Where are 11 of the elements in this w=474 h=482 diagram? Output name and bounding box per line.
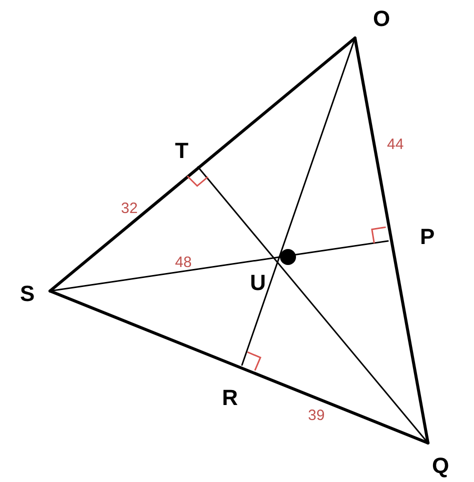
point-label: O <box>373 8 390 30</box>
point-label: U <box>250 272 266 294</box>
measure-label: 39 <box>308 408 325 423</box>
point-label: S <box>20 283 35 305</box>
measure-label: 48 <box>175 255 192 270</box>
point-label: R <box>222 387 238 409</box>
point-label: T <box>175 140 188 162</box>
measure-label: 44 <box>387 137 404 152</box>
measure-label: 32 <box>121 201 138 216</box>
point-label: P <box>420 226 435 248</box>
point-label: Q <box>432 455 450 477</box>
